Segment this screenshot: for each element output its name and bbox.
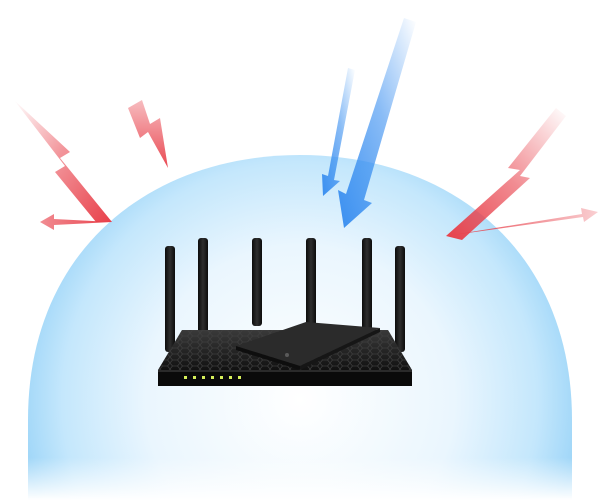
router-status-leds xyxy=(184,376,241,379)
antenna-3 xyxy=(252,238,262,326)
led-6 xyxy=(229,376,232,379)
antenna-2 xyxy=(198,238,208,334)
threat-arrow-left xyxy=(14,100,112,230)
router-antennas xyxy=(165,238,405,352)
antenna-1 xyxy=(165,246,175,352)
trusted-signal-arrow-1 xyxy=(322,68,355,196)
led-1 xyxy=(184,376,187,379)
antenna-5 xyxy=(362,238,372,334)
router-body xyxy=(158,322,412,386)
antenna-4 xyxy=(306,238,316,326)
led-3 xyxy=(202,376,205,379)
antenna-6 xyxy=(395,246,405,352)
trusted-signal-arrow-2 xyxy=(338,18,416,228)
led-4 xyxy=(211,376,214,379)
led-2 xyxy=(193,376,196,379)
threat-arrow-right xyxy=(446,108,598,240)
led-5 xyxy=(220,376,223,379)
threat-bolt-left xyxy=(128,100,168,168)
led-7 xyxy=(238,376,241,379)
router xyxy=(158,238,412,386)
